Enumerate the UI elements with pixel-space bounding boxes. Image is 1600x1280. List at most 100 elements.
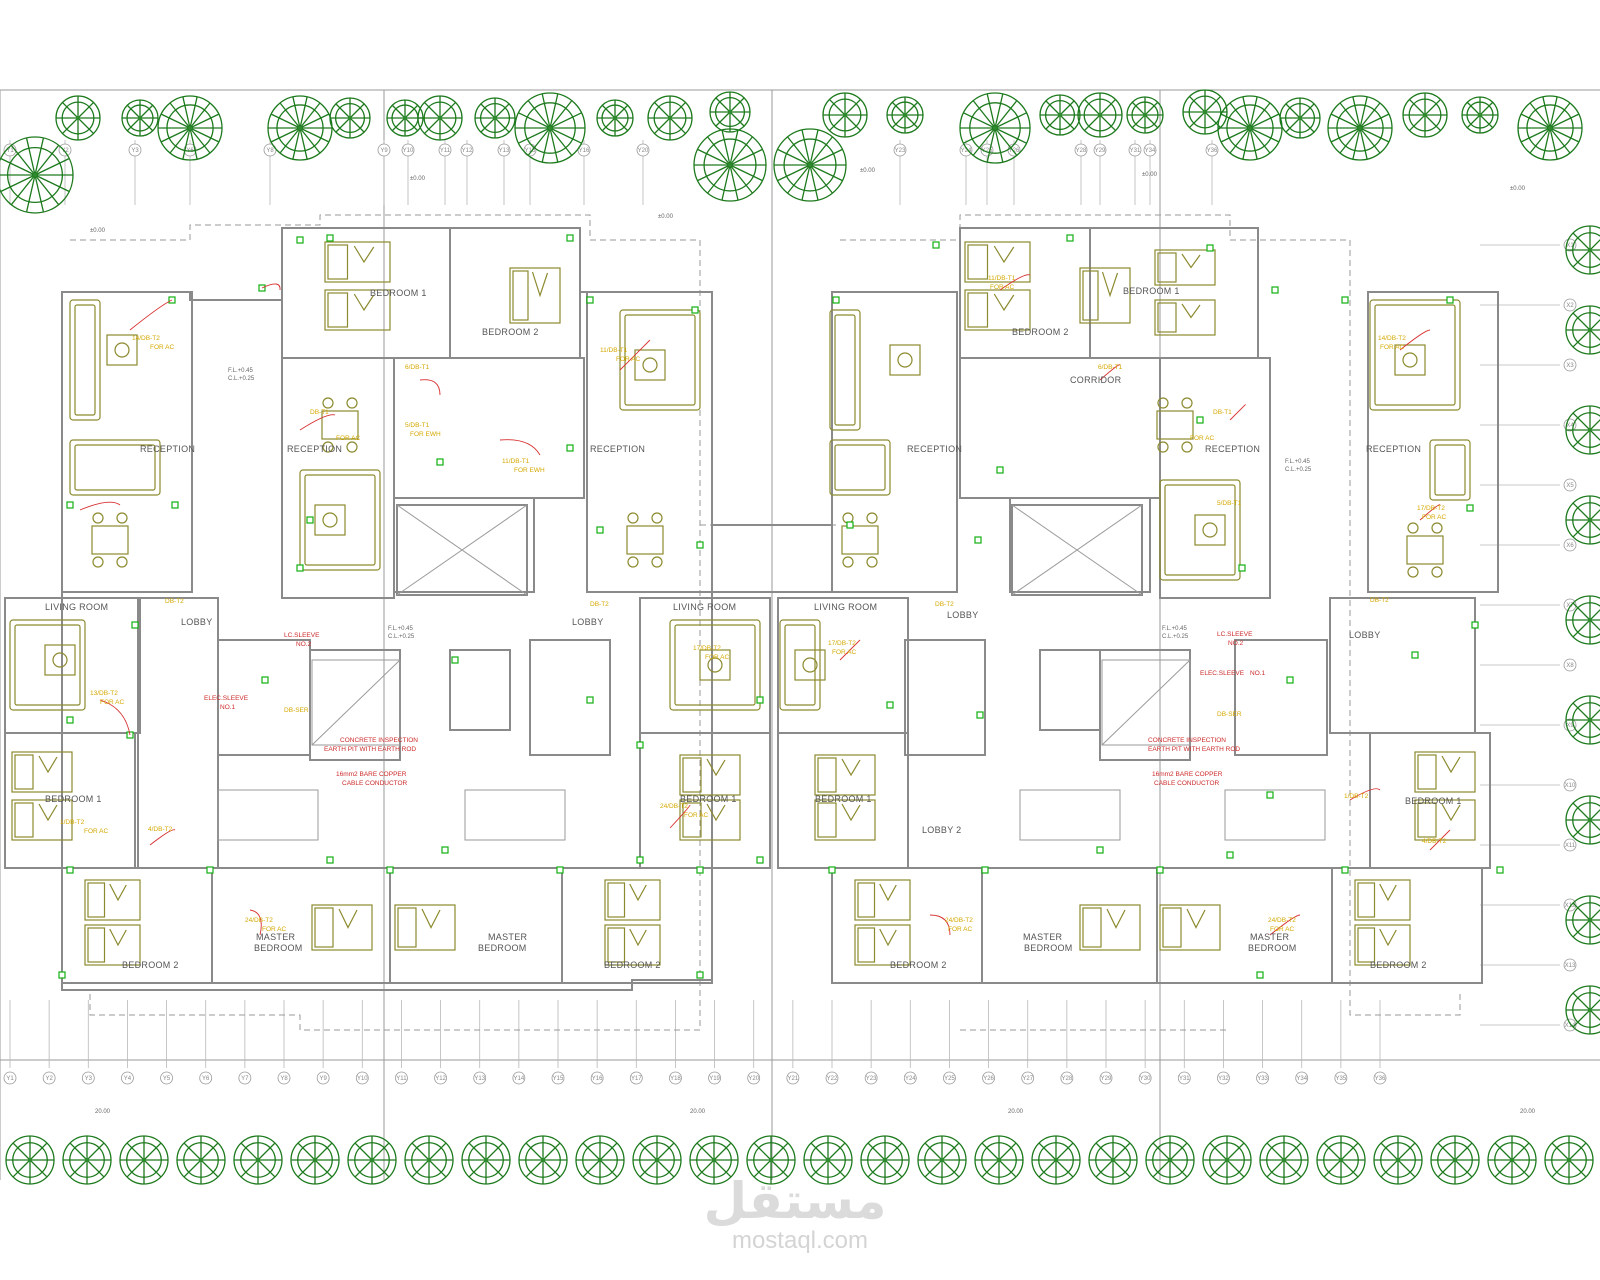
elec-sleeve-note: LC.SLEEVE [1217, 631, 1253, 638]
coffee-table-icon [634, 349, 666, 381]
room-label-master: MASTER [1250, 932, 1290, 942]
socket-icon [436, 458, 444, 466]
grid-tag: Y7 [241, 1076, 249, 1082]
grid-tag: Y36 [1207, 148, 1218, 154]
elec-sleeve-note: ELEC.SLEEVE [1200, 670, 1245, 677]
circuit-label: 17/DB-T2 [1417, 505, 1445, 512]
tree-icon [1259, 1135, 1309, 1185]
grid-tag: Y1 [6, 1076, 14, 1082]
circuit-label: FOR AC [684, 812, 709, 819]
grid-tag-bubble [825, 1071, 839, 1085]
bed-icon [964, 289, 1031, 331]
circuit-label: 5/DB-T1 [405, 422, 430, 429]
grid-tag: Y2 [61, 148, 69, 154]
tree-icon [233, 1135, 283, 1185]
socket-icon [932, 241, 940, 249]
coffee-table-icon [314, 504, 346, 536]
grid-tag: Y36 [1375, 1076, 1386, 1082]
bed-icon [1159, 904, 1221, 951]
room-label-living-room: LIVING ROOM [673, 602, 736, 612]
tree-icon [1077, 92, 1123, 138]
tree-icon [1031, 1135, 1081, 1185]
bed-icon [1154, 299, 1216, 336]
circuit-label: DB-T2 [590, 601, 609, 608]
room-label-bedroom-2: BEDROOM 2 [604, 960, 661, 970]
sofa-icon [829, 439, 891, 496]
circuit-label: 17/DB-T2 [693, 645, 721, 652]
grid-tag: Y11 [396, 1076, 407, 1082]
socket-icon [636, 741, 644, 749]
level-mark: F.L.+0.45 [1285, 459, 1311, 465]
room-label-master: BEDROOM [1024, 943, 1073, 953]
grid-tag: Y15 [553, 1076, 564, 1082]
grid-tag: X3 [1566, 363, 1574, 369]
grid-tag-bubble [1177, 1071, 1191, 1085]
circuit-label: FOR AC [150, 344, 175, 351]
room-label-master: BEDROOM [1248, 943, 1297, 953]
tree-icon [1217, 95, 1283, 161]
cable-note: CABLE CONDUCTOR [342, 780, 408, 787]
grid-tag: X10 [1565, 783, 1576, 789]
tree-icon [1565, 305, 1600, 355]
tree-icon [1373, 1135, 1423, 1185]
coffee-table-icon [794, 649, 826, 681]
socket-icon [1341, 866, 1349, 874]
grid-tag: Y32 [1218, 1076, 1229, 1082]
socket-icon [296, 236, 304, 244]
tree-icon [119, 1135, 169, 1185]
socket-icon [636, 856, 644, 864]
grid-tag-bubble [1563, 958, 1577, 972]
landscape-trees [0, 89, 1600, 1185]
grid-tag: Y20 [748, 1076, 759, 1082]
socket-icon [566, 234, 574, 242]
cable-note: 16mm2 BARE COPPER [1152, 771, 1223, 778]
grid-tag-bubble [277, 1071, 291, 1085]
socket-icon [1266, 791, 1274, 799]
tree-icon [596, 99, 634, 137]
circuit-label: FOR AC [948, 926, 973, 933]
grid-tag: Y1 [6, 148, 14, 154]
tree-icon [290, 1135, 340, 1185]
sofa-icon [829, 309, 861, 431]
grid-tag: Y25 [944, 1076, 955, 1082]
circuit-label: 24/DB-T2 [945, 917, 973, 924]
tree-icon [157, 95, 223, 161]
socket-icon [556, 866, 564, 874]
tree-icon [1327, 95, 1393, 161]
socket-icon [1156, 866, 1164, 874]
socket-icon [1096, 846, 1104, 854]
bed-icon [814, 754, 876, 796]
sofa-icon [1369, 299, 1461, 411]
socket-icon [1471, 621, 1479, 629]
grid-tag-bubble [636, 143, 650, 157]
grid-tag: Y30 [1140, 1076, 1151, 1082]
sofa-icon [619, 309, 701, 411]
room-label-lobby: LOBBY [947, 610, 979, 620]
level-mark: ±0.00 [1142, 172, 1158, 178]
grid-tag: X1 [1566, 243, 1574, 249]
room-label-lobby: LOBBY [181, 617, 213, 627]
level-mark: ±0.00 [410, 176, 426, 182]
grid-tag-bubble [1099, 1071, 1113, 1085]
bed-icon [11, 751, 73, 793]
sofa-icon [69, 439, 161, 496]
room-label-reception: RECEPTION [1366, 444, 1421, 454]
circuit-label: FOR EWH [410, 431, 441, 438]
grid-tag: X5 [1566, 483, 1574, 489]
tree-icon [461, 1135, 511, 1185]
grid-tag-bubble [1093, 143, 1107, 157]
socket-icon [306, 516, 314, 524]
circuit-label: 4/DB-T2 [1422, 838, 1447, 845]
elec-sleeve-note: NO.1 [1250, 670, 1266, 677]
circuit-label: DB-T2 [165, 598, 184, 605]
socket-icon [326, 856, 334, 864]
tree-icon [1565, 795, 1600, 845]
level-mark: C.L.+0.25 [1285, 467, 1312, 473]
tree-icon [1565, 405, 1600, 455]
room-label-reception: RECEPTION [907, 444, 962, 454]
bed-icon [1414, 751, 1476, 793]
tree-icon [860, 1135, 910, 1185]
grid-tag-bubble [1563, 1018, 1577, 1032]
tree-icon [1565, 695, 1600, 745]
tree-icon [55, 95, 101, 141]
